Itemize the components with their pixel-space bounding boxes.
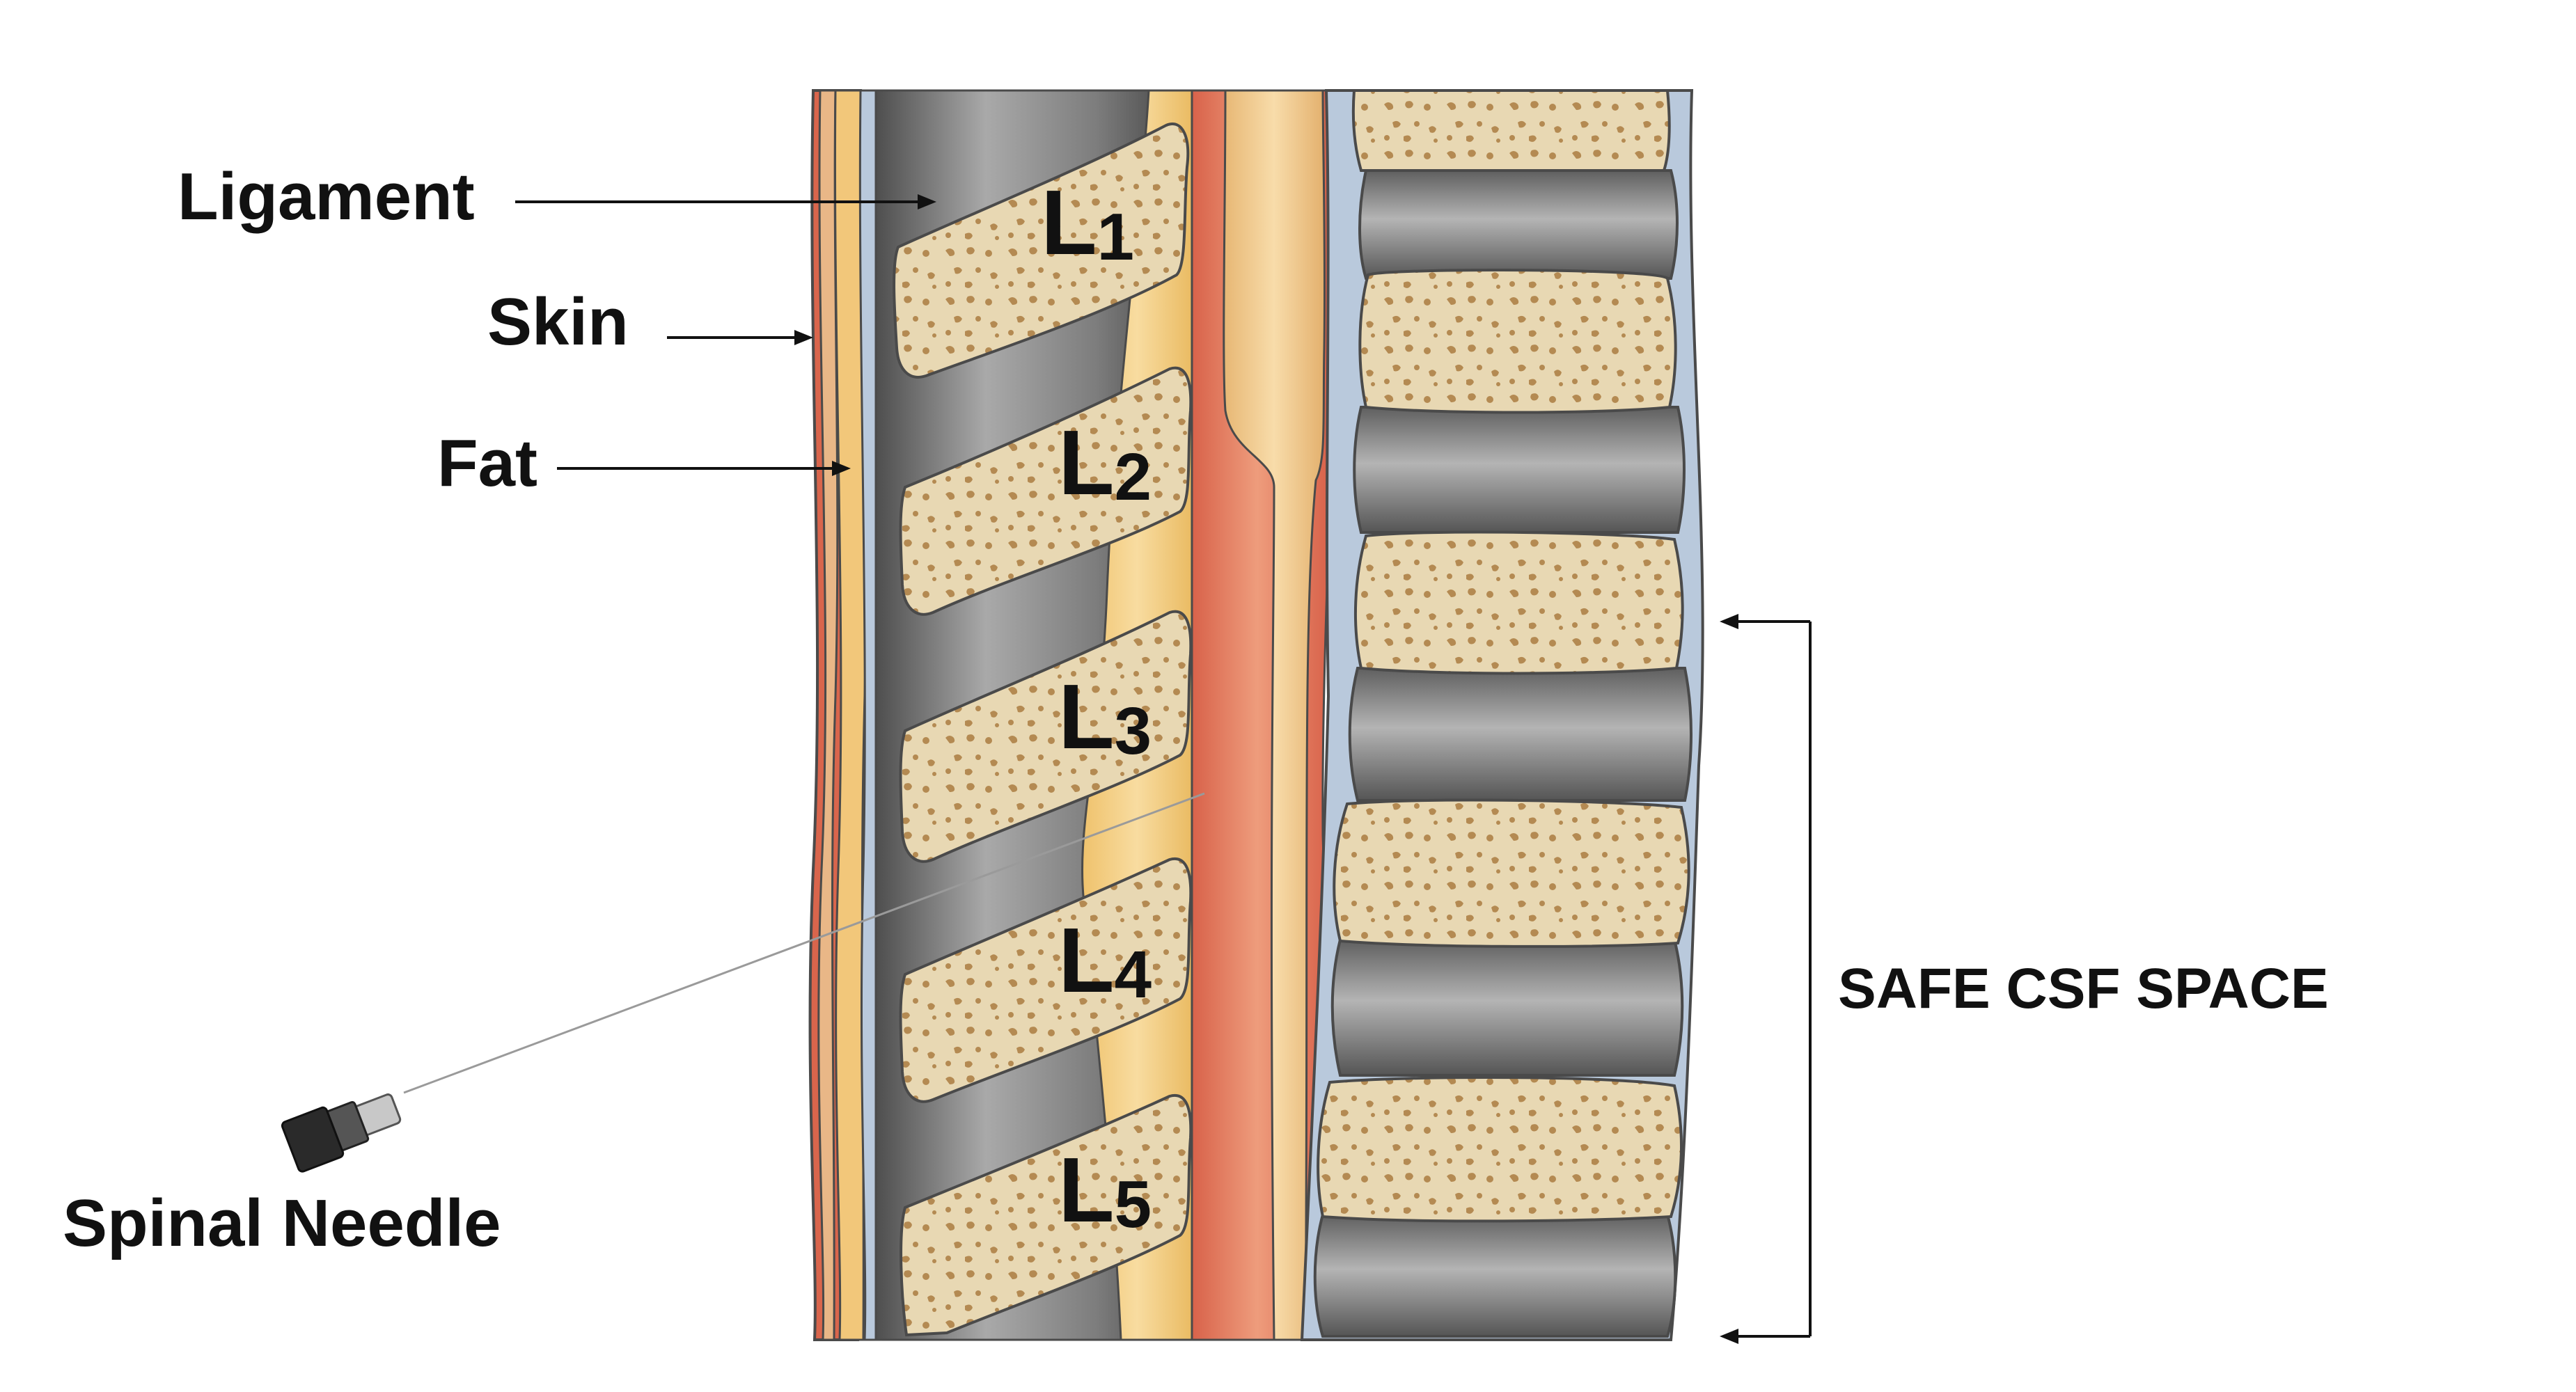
spinous-process-l4	[899, 857, 1193, 1103]
spinous-process-l3	[899, 610, 1193, 863]
label-spinal-needle: Spinal Needle	[63, 1186, 501, 1260]
spinal-cord	[1223, 89, 1326, 1341]
spinous-process-l5	[900, 1093, 1193, 1337]
label-skin: Skin	[487, 285, 629, 359]
vertebra-label-l3: L3	[1058, 665, 1152, 768]
spinal-needle	[281, 792, 1205, 1173]
needle-shaft	[403, 792, 1205, 1094]
vertebral-body	[1351, 89, 1671, 172]
vertebra-label-l5: L5	[1058, 1139, 1152, 1242]
disc	[1358, 169, 1679, 280]
spinous-process-l2	[899, 366, 1193, 616]
anterior-column	[1300, 89, 1704, 1341]
disc	[1348, 667, 1693, 802]
label-safe-csf-space: SAFE CSF SPACE	[1838, 957, 2329, 1020]
left-labels: Ligament Skin Fat Spinal Needle	[63, 159, 936, 1260]
label-fat: Fat	[437, 426, 537, 500]
safe-csf-bracket: SAFE CSF SPACE	[1720, 614, 2329, 1344]
vertebra-label-l1: L1	[1041, 171, 1134, 274]
disc	[1313, 1213, 1677, 1338]
disc	[1330, 938, 1684, 1077]
disc	[1353, 406, 1686, 534]
vertebral-body	[1353, 530, 1684, 675]
vertebral-body	[1333, 798, 1690, 948]
label-ligament: Ligament	[178, 159, 475, 234]
spinous-processes	[893, 122, 1193, 1337]
posterior-soft-tissue	[808, 89, 881, 1341]
vertebra-label-l2: L2	[1058, 411, 1152, 514]
vertebral-body	[1317, 1076, 1683, 1223]
spinous-process-l1	[893, 122, 1190, 379]
needle-hub	[281, 1093, 402, 1173]
vertebra-label-l4: L4	[1058, 909, 1152, 1012]
vertebra-labels: L1 L2 L3 L4 L5	[1041, 171, 1152, 1242]
vertebral-body	[1358, 269, 1677, 414]
